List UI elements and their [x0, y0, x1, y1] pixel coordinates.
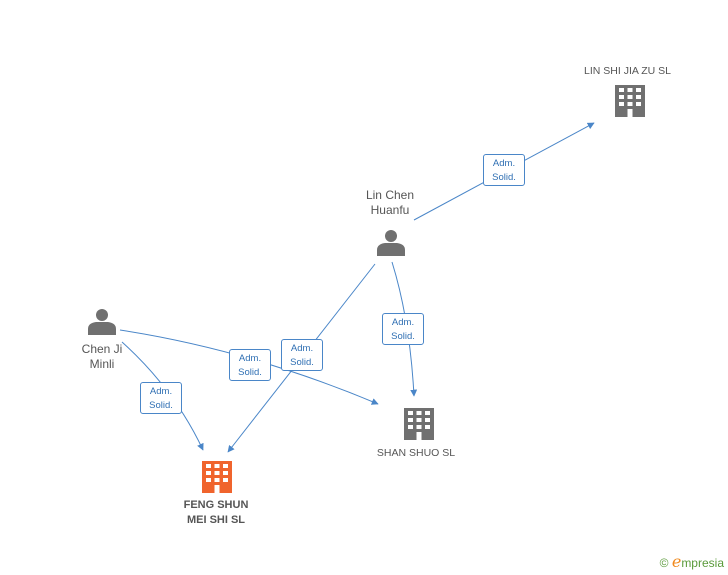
edge-label-lin-chen-to-lin-shi[interactable]: Adm. Solid. — [483, 154, 525, 186]
edge-label-line1: Adm. — [238, 353, 262, 364]
logo-e: e — [671, 552, 682, 571]
node-label-shan-shuo-sl[interactable]: SHAN SHUO SL — [376, 447, 456, 459]
edge-label-lin-chen-to-shan-shuo[interactable]: Adm. Solid. — [382, 313, 424, 345]
edge-label-chen-ji-to-feng-shun[interactable]: Adm. Solid. — [140, 382, 182, 414]
person-icon[interactable] — [88, 309, 116, 335]
edge-label-line2: Solid. — [149, 400, 173, 411]
empresia-logo: © empresia — [660, 552, 724, 571]
edge-label-line2: Solid. — [492, 172, 516, 183]
logo-name: mpresia — [681, 556, 724, 570]
edge-label-line1: Adm. — [391, 317, 415, 328]
edge-label-line1: Adm. — [149, 386, 173, 397]
edge-label-line2: Solid. — [391, 331, 415, 342]
edge-label-chen-ji-to-shan-shuo[interactable]: Adm. Solid. — [229, 349, 271, 381]
edge-label-line1: Adm. — [290, 343, 314, 354]
edge-label-lin-chen-to-feng-shun[interactable]: Adm. Solid. — [281, 339, 323, 371]
building-icon[interactable] — [404, 408, 434, 440]
edge-label-line2: Solid. — [238, 367, 262, 378]
edge-label-line2: Solid. — [290, 357, 314, 368]
node-label-lin-shi-jia-zu-sl[interactable]: LIN SHI JIA ZU SL — [584, 65, 671, 77]
person-icon[interactable] — [377, 230, 405, 256]
node-label-lin-chen-huanfu[interactable]: Lin Chen Huanfu — [365, 188, 415, 217]
building-icon[interactable] — [615, 85, 645, 117]
copyright-symbol: © — [659, 556, 669, 570]
edge-label-line1: Adm. — [492, 158, 516, 169]
building-icon-focus[interactable] — [202, 461, 232, 493]
node-label-chen-ji-minli[interactable]: Chen Ji Minli — [81, 342, 123, 371]
node-label-feng-shun-mei-shi-sl[interactable]: FENG SHUN MEI SHI SL — [183, 499, 249, 526]
